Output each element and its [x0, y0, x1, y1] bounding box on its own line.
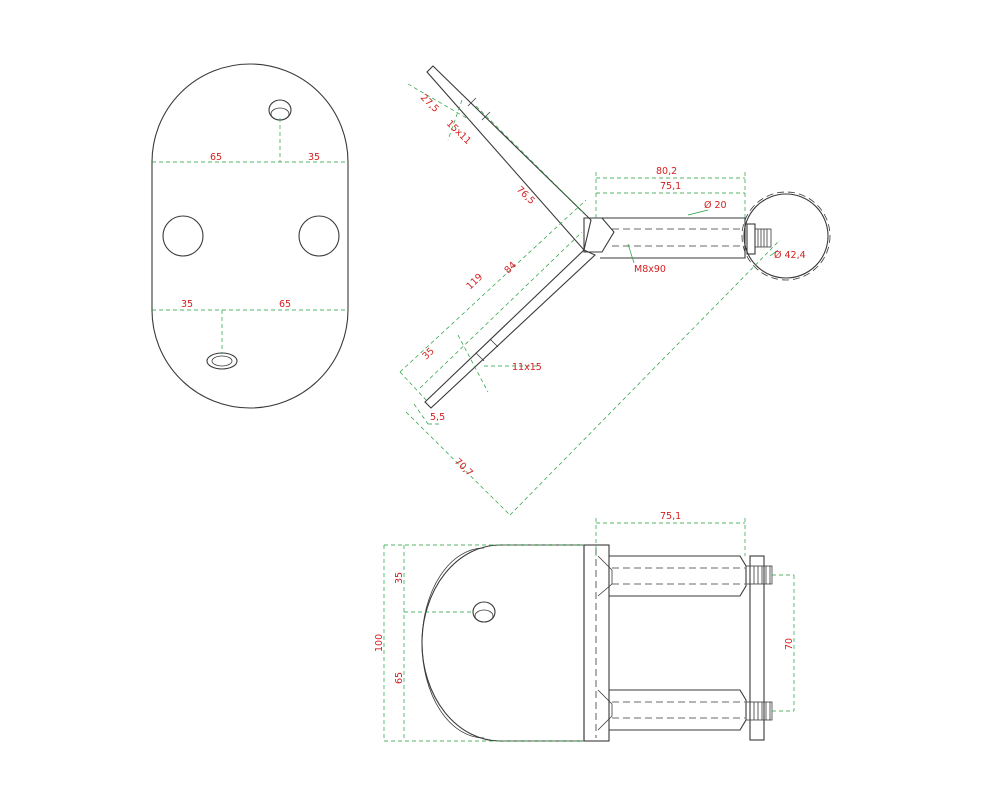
right-hole: [298, 215, 340, 257]
lower-slot-hole: [206, 352, 238, 370]
dim-upper-right-label: 35: [308, 152, 320, 163]
front-dim-100-label: 100: [374, 634, 385, 652]
left-hole: [162, 215, 204, 257]
dim-11x15-label: 11x15: [512, 362, 542, 373]
dim-d20-label: Ø 20: [704, 200, 727, 211]
side-view: 27,5 15x11 76,5 119 84 35 11x15 5,5 70,7…: [399, 65, 831, 516]
dim-upper-left-label: 65: [210, 152, 222, 163]
dim-lower-left-label: 35: [181, 299, 193, 310]
upper-arm: [426, 65, 592, 252]
front-dim-35-label: 35: [394, 572, 405, 584]
front-dim-65-label: 65: [394, 672, 405, 684]
handrail-outer-hidden: [741, 191, 831, 281]
plate-outline: [151, 63, 349, 409]
dim-84-label: 84: [502, 260, 518, 276]
dim-d42-4-label: Ø 42,4: [774, 250, 806, 261]
lower-arm: [424, 249, 596, 409]
dim-lower-right-label: 65: [279, 299, 291, 310]
dim-27-5-label: 27,5: [418, 92, 441, 115]
weld-block: [583, 217, 615, 253]
top-view: 65 35 35 65: [151, 63, 349, 409]
lower-tube: [597, 689, 747, 731]
dim-35-label: 35: [420, 346, 436, 362]
front-view: 75,1 100 35 65 70: [374, 511, 795, 742]
dim-5-5-label: 5,5: [430, 412, 445, 423]
dim-70-7-label: 70,7: [452, 456, 475, 479]
dim-m8x90-label: M8x90: [634, 264, 666, 275]
tube: [600, 217, 746, 259]
front-plate-outline: [421, 544, 585, 742]
dim-119-label: 119: [464, 272, 485, 293]
upper-tube: [597, 555, 747, 597]
dim-15x11-label: 15x11: [444, 118, 473, 147]
dim-76-5-label: 76,5: [514, 184, 537, 207]
bolt-bar: [745, 555, 773, 741]
bolt-end: [746, 223, 772, 255]
front-dim-75-1-label: 75,1: [660, 511, 681, 522]
front-hole: [472, 601, 496, 623]
upper-slot-hole: [268, 99, 292, 121]
weld-strip: [583, 544, 610, 742]
dim-80-2-label: 80,2: [656, 166, 677, 177]
dim-75-1-label: 75,1: [660, 181, 681, 192]
handrail-circle: [743, 193, 829, 279]
front-dim-70-label: 70: [784, 638, 795, 650]
